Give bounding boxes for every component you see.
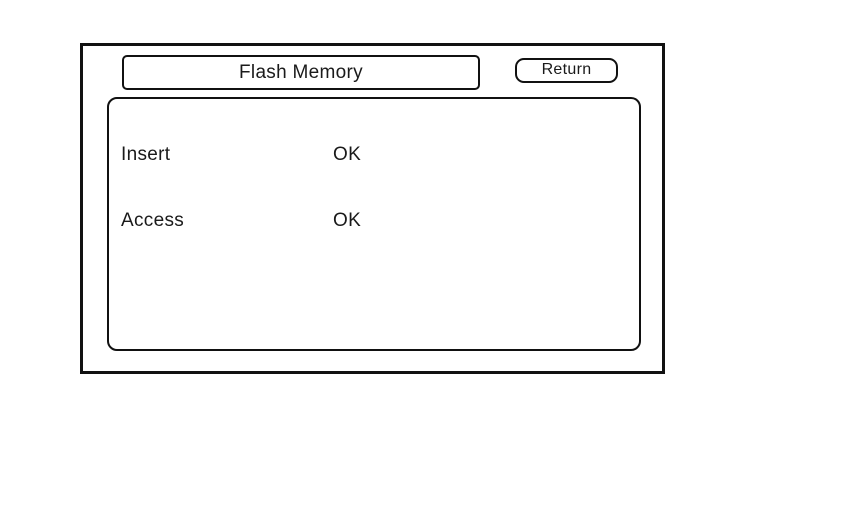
insert-status-value: OK — [333, 144, 362, 165]
access-status-label: Access — [121, 210, 185, 231]
status-row-access: Access OK — [109, 206, 639, 236]
page-title: Flash Memory — [239, 61, 363, 83]
flash-memory-dialog: Flash Memory Return Insert OK Access OK — [80, 43, 665, 374]
return-button[interactable]: Return — [515, 58, 618, 83]
status-panel: Insert OK Access OK — [107, 97, 641, 351]
status-row-insert: Insert OK — [109, 140, 639, 170]
dialog-title-box: Flash Memory — [122, 55, 480, 90]
insert-status-label: Insert — [121, 144, 171, 165]
access-status-value: OK — [333, 210, 362, 231]
